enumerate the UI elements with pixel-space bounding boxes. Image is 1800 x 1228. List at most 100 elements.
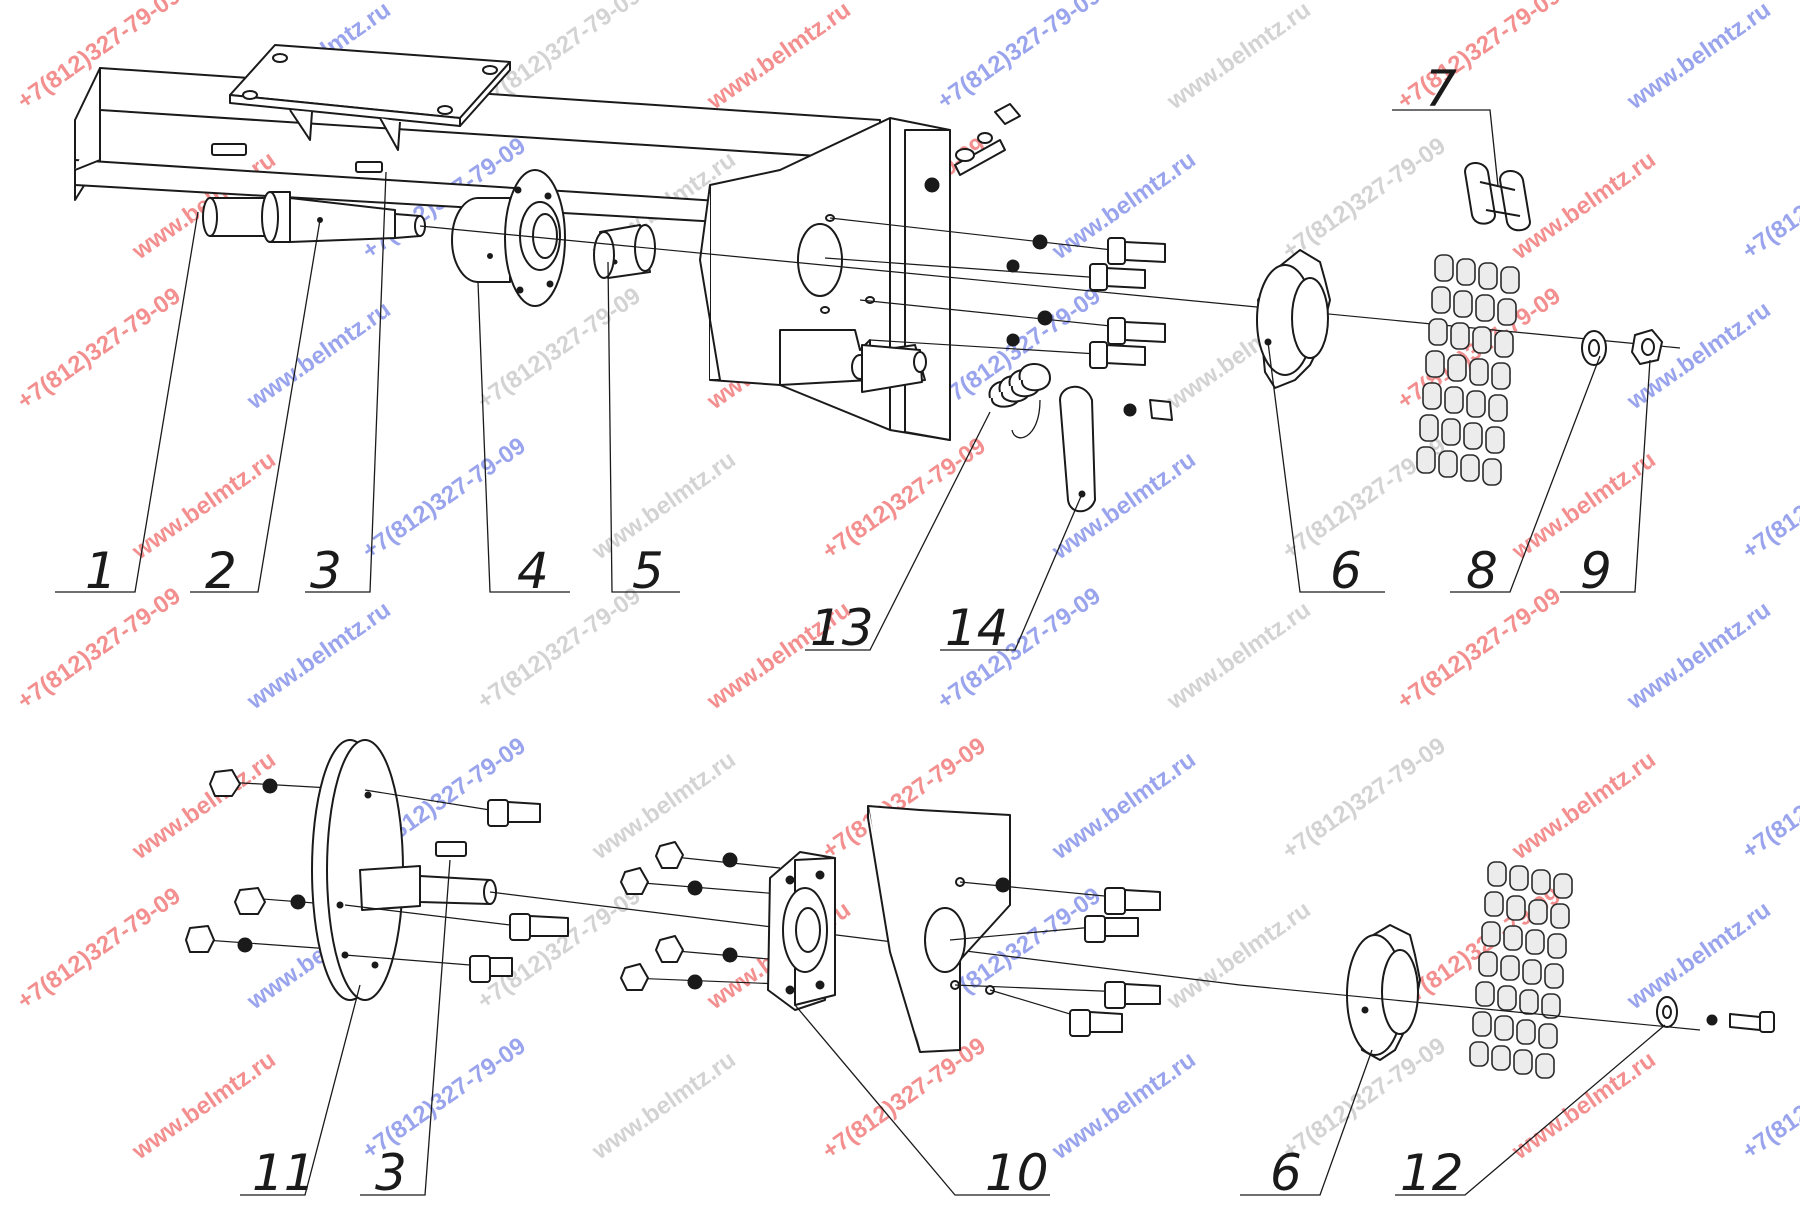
callout-10: 10 xyxy=(985,1144,1049,1202)
watermark-text: +7(812)327-79-09 xyxy=(357,432,530,565)
chain-link xyxy=(1538,1023,1558,1049)
chain-link xyxy=(1491,362,1511,390)
hub xyxy=(451,169,566,307)
chain-link xyxy=(1438,450,1458,478)
callout-7: 7 xyxy=(1425,60,1457,118)
watermark-text: +7(812)327-79-09 xyxy=(12,582,185,715)
bracket-plate-bolts xyxy=(949,881,1161,1037)
sprocket-top xyxy=(1256,249,1331,389)
top-bolt-group xyxy=(954,103,1021,176)
chain-link xyxy=(1503,925,1523,951)
bushing xyxy=(593,224,656,279)
chain-link xyxy=(1463,422,1483,450)
watermark-text: www.belmtz.ru xyxy=(1161,596,1315,715)
spring xyxy=(988,363,1051,439)
callout-9: 9 xyxy=(1580,542,1612,600)
callout-12: 12 xyxy=(1400,1144,1464,1202)
chain-link xyxy=(1475,294,1495,322)
callout-3-bottom: 3 xyxy=(375,1144,407,1202)
flange-bearing xyxy=(767,851,836,1011)
watermark-text: www.belmtz.ru xyxy=(1161,0,1315,115)
chain-link xyxy=(1441,418,1461,446)
chain-link xyxy=(1481,921,1501,947)
watermark-text: www.belmtz.ru xyxy=(1621,596,1775,715)
chain-link xyxy=(1513,1049,1533,1075)
bracket-plate xyxy=(867,805,1011,1053)
chain-link xyxy=(1550,903,1570,929)
chain-link xyxy=(1487,861,1507,887)
chain-link xyxy=(1419,414,1439,442)
watermark-text: +7(812)327-79-09 xyxy=(817,432,990,565)
watermark-text: +7(812)327-79-09 xyxy=(1392,582,1565,715)
washer-12 xyxy=(1239,984,1775,1033)
watermark-text: www.belmtz.ru xyxy=(1621,896,1775,1015)
chain-link xyxy=(1478,951,1498,977)
mounting-plate xyxy=(229,44,511,151)
top-drive-axis xyxy=(419,225,1681,349)
watermark-text: +7(812)327-79-09 xyxy=(1737,1032,1800,1165)
chain-link xyxy=(1519,989,1539,1015)
chain-link xyxy=(1494,330,1514,358)
chain-bottom xyxy=(1469,861,1573,1079)
chain-link xyxy=(1456,258,1476,286)
chain-link xyxy=(1491,1045,1511,1071)
bottom-assembly xyxy=(185,739,1775,1079)
watermark-text: +7(812)327-79-09 xyxy=(1737,732,1800,865)
chain-link xyxy=(1416,446,1436,474)
chain-link xyxy=(1482,458,1502,486)
chain-link xyxy=(1472,1011,1492,1037)
chain-link xyxy=(1472,326,1492,354)
watermark-text: www.belmtz.ru xyxy=(1046,746,1200,865)
chain-link xyxy=(1535,1053,1555,1079)
chain-link xyxy=(1500,955,1520,981)
watermark-text: www.belmtz.ru xyxy=(586,1046,740,1165)
chain-link xyxy=(1485,426,1505,454)
chain-link xyxy=(1469,358,1489,386)
watermark-text: +7(812)327-79-09 xyxy=(1737,132,1800,265)
callout-6: 6 xyxy=(1330,542,1362,600)
callout-6-bottom: 6 xyxy=(1270,1144,1302,1202)
watermark-text: +7(812)327-79-09 xyxy=(817,1032,990,1165)
chain-link xyxy=(1425,350,1445,378)
bracket-bolts xyxy=(824,217,1166,369)
chain-link xyxy=(1466,390,1486,418)
watermark-text: +7(812)327-79-09 xyxy=(472,582,645,715)
watermark-text: +7(812)327-79-09 xyxy=(1737,432,1800,565)
chain-link xyxy=(1509,865,1529,891)
watermark-text: www.belmtz.ru xyxy=(241,596,395,715)
sprocket-bottom xyxy=(1346,924,1421,1061)
chain-link xyxy=(1434,254,1454,282)
watermark-text: www.belmtz.ru xyxy=(1506,146,1660,265)
watermark-text: www.belmtz.ru xyxy=(126,746,280,865)
watermark-text: +7(812)327-79-09 xyxy=(1277,732,1450,865)
nut-9 xyxy=(1631,329,1663,365)
chain-link xyxy=(1500,266,1520,294)
chain-link xyxy=(1528,899,1548,925)
watermark-text: +7(812)327-79-09 xyxy=(1392,0,1565,115)
watermark-text: +7(812)327-79-09 xyxy=(932,0,1105,115)
chain-link xyxy=(1431,286,1451,314)
watermark-text: +7(812)327-79-09 xyxy=(1277,132,1450,265)
chain-link xyxy=(1428,318,1448,346)
watermark-text: www.belmtz.ru xyxy=(1161,896,1315,1015)
chain-top xyxy=(1416,254,1520,486)
bracket-housing xyxy=(699,117,951,441)
callout-leaders xyxy=(55,109,1666,1196)
chain-link xyxy=(1453,290,1473,318)
pawl-nut xyxy=(1123,399,1173,421)
chain-link xyxy=(1541,993,1561,1019)
callout-3: 3 xyxy=(310,542,342,600)
disc-bolts xyxy=(344,789,569,983)
chain-link xyxy=(1522,959,1542,985)
callout-11: 11 xyxy=(252,1144,316,1202)
stub-shaft xyxy=(359,841,1241,986)
watermark-text: www.belmtz.ru xyxy=(1621,0,1775,115)
watermark-text: www.belmtz.ru xyxy=(701,0,855,115)
watermark-text: +7(812)327-79-09 xyxy=(12,282,185,415)
callout-5: 5 xyxy=(632,542,664,600)
callout-13: 13 xyxy=(810,599,874,657)
callout-numbers: 1 2 3 4 5 13 14 6 8 9 7 11 3 10 6 12 xyxy=(85,60,1612,1202)
watermark-text: www.belmtz.ru xyxy=(1046,1046,1200,1165)
